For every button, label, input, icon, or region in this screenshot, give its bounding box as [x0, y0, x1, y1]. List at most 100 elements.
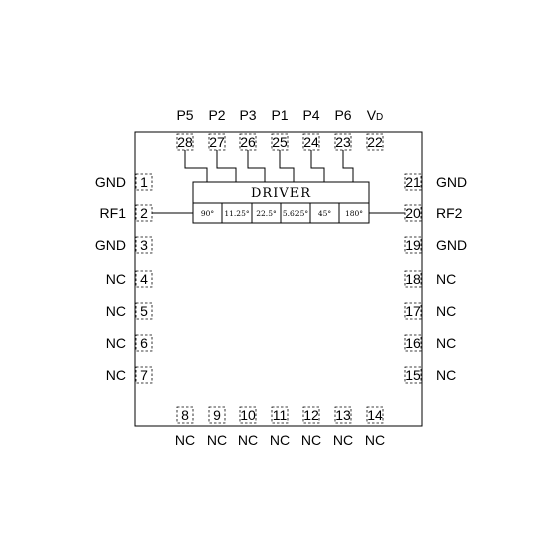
pin-number-bottom: 8: [181, 407, 189, 423]
pin-label-right: RF2: [436, 205, 463, 221]
pin-label-top: P5: [176, 107, 193, 123]
pin-number-right: 19: [405, 237, 421, 253]
pin-label-top: P2: [208, 107, 225, 123]
pin-pad-bottom: [239, 406, 257, 424]
pin-number-bottom: 13: [335, 407, 351, 423]
pin-number-right: 16: [405, 335, 421, 351]
pin-label-right: GND: [436, 174, 467, 190]
pin-number-top: 28: [177, 134, 193, 150]
pin-number-left: 2: [140, 205, 148, 221]
pin-pad-right: [404, 270, 422, 288]
pin-number-left: 7: [140, 367, 148, 383]
pin-pad-bottom: [271, 406, 289, 424]
pin-label-top: P4: [302, 107, 319, 123]
pin-pad-left: [135, 334, 153, 352]
pin-pad-top: [176, 133, 194, 151]
pin-label-left: NC: [106, 335, 126, 351]
driver-segment-label: 11.25°: [224, 209, 249, 218]
pin-label-top: VD: [367, 107, 384, 123]
control-wire: [310, 150, 325, 182]
pin-pad-left: [135, 204, 153, 222]
pin-pad-top: [334, 133, 352, 151]
pin-pad-left: [135, 173, 153, 191]
pin-label-subscript: D: [376, 112, 383, 123]
pin-number-right: 18: [405, 271, 421, 287]
pin-number-bottom: 14: [367, 407, 383, 423]
pin-pad-top: [239, 133, 257, 151]
pin-label-left: GND: [95, 237, 126, 253]
pin-label-left: NC: [106, 367, 126, 383]
pin-pad-right: [404, 334, 422, 352]
driver-segment-label: 90°: [201, 209, 215, 218]
pin-pad-left: [135, 366, 153, 384]
pin-label-bottom: NC: [333, 432, 353, 448]
pin-pad-right: [404, 302, 422, 320]
pin-pad-left: [135, 302, 153, 320]
pin-label-right: GND: [436, 237, 467, 253]
pin-number-right: 15: [405, 367, 421, 383]
pin-pad-left: [135, 236, 153, 254]
control-wire: [216, 150, 237, 182]
pin-label-bottom: NC: [270, 432, 290, 448]
driver-segment-label: 22.5°: [256, 209, 277, 218]
pin-label-top: P3: [239, 107, 256, 123]
pin-label-left: RF1: [100, 205, 127, 221]
pin-label-left: GND: [95, 174, 126, 190]
pin-label-left: NC: [106, 303, 126, 319]
pin-label-left: NC: [106, 271, 126, 287]
pin-pad-right: [404, 204, 422, 222]
driver-segment-label: 5.625°: [283, 209, 308, 218]
pin-pad-right: [404, 173, 422, 191]
pin-label-bottom: NC: [238, 432, 258, 448]
pin-pad-bottom: [208, 406, 226, 424]
pin-number-right: 20: [405, 205, 421, 221]
pin-number-left: 5: [140, 303, 148, 319]
pin-number-bottom: 9: [213, 407, 221, 423]
driver-block: DRIVER 90° 11.25° 22.5° 5.625° 45° 180°: [192, 181, 370, 224]
pin-number-bottom: 10: [240, 407, 256, 423]
pin-number-right: 17: [405, 303, 421, 319]
driver-segment-label: 45°: [318, 209, 332, 218]
driver-title: DRIVER: [251, 186, 311, 201]
pin-label-top: P6: [334, 107, 351, 123]
pin-pad-top: [302, 133, 320, 151]
pin-number-top: 22: [367, 134, 383, 150]
pin-label-top: P1: [271, 107, 288, 123]
control-wires: [152, 150, 405, 214]
pin-pad-bottom: [366, 406, 384, 424]
driver-segments: 90° 11.25° 22.5° 5.625° 45° 180°: [201, 203, 363, 223]
pin-label-right: NC: [436, 335, 456, 351]
pin-number-left: 1: [140, 174, 148, 190]
pin-label-right: NC: [436, 271, 456, 287]
control-wire: [342, 150, 354, 182]
pin-label-bottom: NC: [365, 432, 385, 448]
pin-label-right: NC: [436, 303, 456, 319]
pin-number-left: 4: [140, 271, 148, 287]
pin-pad-top: [208, 133, 226, 151]
pin-pad-bottom: [334, 406, 352, 424]
pin-number-top: 23: [335, 134, 351, 150]
pin-label-bottom: NC: [175, 432, 195, 448]
pin-pad-top: [271, 133, 289, 151]
pin-label-bottom: NC: [207, 432, 227, 448]
package-body: [134, 131, 423, 427]
pin-number-left: 6: [140, 335, 148, 351]
pin-number-left: 3: [140, 237, 148, 253]
pin-number-top: 24: [303, 134, 319, 150]
control-wire: [184, 150, 208, 182]
pin-pad-bottom: [176, 406, 194, 424]
pin-pad-left: [135, 270, 153, 288]
pin-number-bottom: 11: [273, 407, 288, 423]
pin-number-right: 21: [405, 174, 421, 190]
driver-segment-label: 180°: [345, 209, 363, 218]
pin-label-right: NC: [436, 367, 456, 383]
pin-number-top: 25: [272, 134, 288, 150]
pin-pad-bottom: [302, 406, 320, 424]
pin-pad-right: [404, 366, 422, 384]
pin-number-top: 26: [240, 134, 256, 150]
pin-number-top: 27: [209, 134, 225, 150]
pin-pad-top: [366, 133, 384, 151]
control-wire: [247, 150, 266, 182]
